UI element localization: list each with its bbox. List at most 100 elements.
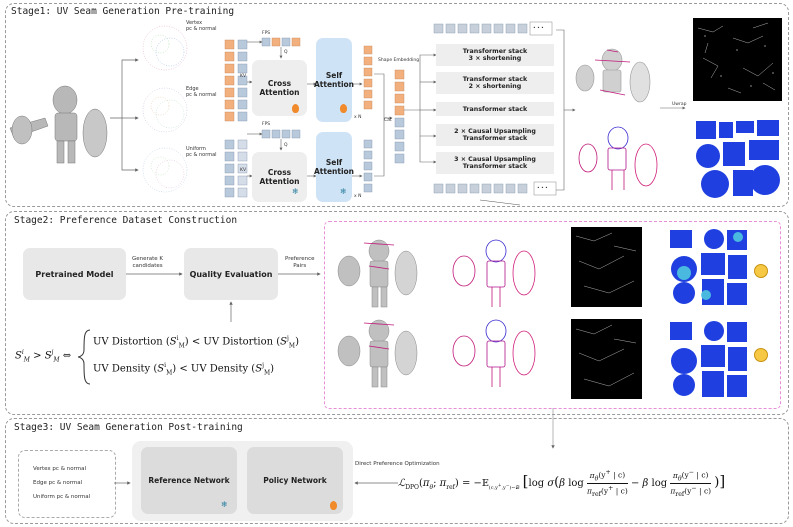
reference-network-label: Reference Network bbox=[148, 476, 230, 485]
density-text-2: UV Density bbox=[190, 363, 249, 375]
stage2-arrows bbox=[77, 272, 321, 385]
stage3-inputs-box bbox=[18, 450, 116, 518]
stage1-title: Stage1: UV Seam Generation Pre-training bbox=[11, 6, 235, 17]
formula-lhs-s2: S bbox=[44, 350, 52, 362]
cross-attention-bottom: Cross Attention bbox=[252, 152, 307, 202]
generate-k-label: Generate K candidates bbox=[132, 256, 164, 269]
kv-label-bottom: KV bbox=[240, 168, 247, 173]
uniform-pc-label: Uniform pc & normal bbox=[186, 146, 217, 158]
cross-attention-top: Cross Attention bbox=[252, 60, 307, 116]
kv-label-top: KV bbox=[240, 74, 247, 79]
fps-label-top: FPS bbox=[262, 31, 271, 36]
formula-distortion: UV Distortion (SiM) < UV Distortion (SjM… bbox=[93, 335, 299, 350]
pointcloud-edge bbox=[142, 87, 188, 133]
cat-label: Cat bbox=[384, 118, 392, 123]
pointcloud-uniform bbox=[142, 147, 188, 193]
uv-atlas-top bbox=[693, 118, 782, 201]
cross-attention-bottom-label: Cross Attention bbox=[259, 168, 300, 186]
vertex-pc-label: Vertex pc & normal bbox=[186, 20, 217, 32]
tf-stack-middle: Transformer stack bbox=[436, 102, 554, 116]
fps-tokens-top bbox=[261, 37, 301, 47]
stage3-arrows bbox=[114, 408, 555, 485]
output-robot-seam-bottom bbox=[578, 126, 658, 190]
tf-2-causal-upsampling-label: 2 × Causal Upsampling Transformer stack bbox=[454, 128, 536, 142]
token-column-blue-2 bbox=[237, 139, 248, 198]
input-mesh-robot bbox=[9, 85, 108, 164]
distortion-text-2: UV Distortion bbox=[203, 336, 274, 348]
stage3-panel bbox=[5, 418, 789, 524]
quality-evaluation-label: Quality Evaluation bbox=[189, 269, 273, 279]
fire-icon bbox=[340, 104, 347, 113]
tf-stack-2-shortening-label: Transformer stack 2 × shortening bbox=[462, 76, 528, 90]
stage3-input-vertex: Vertex pc & normal bbox=[33, 466, 86, 472]
token-column-blue-1 bbox=[224, 139, 235, 198]
fire-icon bbox=[330, 501, 337, 510]
snowflake-icon: ❄ bbox=[292, 187, 299, 196]
preference-pairs-images bbox=[337, 227, 749, 399]
snowflake-icon: ❄ bbox=[221, 500, 228, 509]
dpo-loss-formula: ℒDPO(πθ; πref) = −𝔼(c,y+,y−)∼𝒟 [log σ(β … bbox=[398, 469, 726, 498]
stage1-panel bbox=[5, 3, 789, 207]
emoji-sad-icon bbox=[754, 264, 768, 278]
fps-tokens-bottom bbox=[261, 129, 301, 139]
tf-stack-3-shortening: Transformer stack 3 × shortening bbox=[436, 44, 554, 66]
tf-stack-middle-label: Transformer stack bbox=[462, 105, 528, 113]
shape-embedding-column bbox=[394, 69, 405, 164]
tf-3-causal-upsampling: 3 × Causal Upsampling Transformer stack bbox=[436, 152, 554, 174]
stage2-panel bbox=[5, 211, 789, 415]
policy-network-label: Policy Network bbox=[263, 476, 327, 485]
uv-seam-map-top bbox=[693, 18, 782, 101]
stage1-diagram bbox=[9, 21, 686, 206]
robot-seam-row2 bbox=[452, 319, 536, 387]
pretrained-model-label: Pretrained Model bbox=[35, 269, 114, 279]
q-label-top: Q bbox=[284, 50, 288, 55]
quality-evaluation-box: Quality Evaluation bbox=[184, 248, 278, 300]
reference-network-box: Reference Network bbox=[141, 447, 237, 514]
snowflake-icon: ❄ bbox=[340, 187, 347, 196]
fire-icon bbox=[292, 104, 299, 113]
dpo-label: Direct Preference Optimization bbox=[355, 461, 440, 467]
stage3-title: Stage3: UV Seam Generation Post-training bbox=[14, 422, 243, 433]
xn-label-bottom: x N bbox=[354, 194, 362, 199]
fps-label-bottom: FPS bbox=[262, 122, 271, 127]
shape-embedding-label: Shape Embedding bbox=[378, 58, 420, 63]
lt-2: < bbox=[179, 363, 188, 375]
lt-1: < bbox=[191, 336, 201, 348]
edge-pc-label: Edge pc & normal bbox=[186, 86, 217, 98]
formula-density: UV Density (SiM) < UV Density (SjM) bbox=[93, 362, 274, 377]
pretrained-model-box: Pretrained Model bbox=[23, 248, 126, 300]
tf-3-causal-upsampling-label: 3 × Causal Upsampling Transformer stack bbox=[454, 156, 536, 170]
self-attention-top-label: Self Attention bbox=[313, 71, 355, 89]
stage2-title: Stage2: Preference Dataset Construction bbox=[14, 215, 238, 226]
density-text-1: UV Density bbox=[93, 363, 151, 375]
preference-pairs-panel bbox=[324, 221, 781, 409]
token-row-top bbox=[433, 23, 528, 34]
formula-lhs-s: S bbox=[15, 350, 22, 362]
stage3-input-edge: Edge pc & normal bbox=[33, 480, 83, 486]
cross-attention-top-label: Cross Attention bbox=[259, 79, 300, 97]
robot-seam-row1 bbox=[452, 239, 536, 307]
self-attn-out-bottom bbox=[363, 139, 373, 193]
preference-pairs-label: Preference Pairs bbox=[285, 256, 315, 269]
robot-gray-row2 bbox=[337, 319, 418, 388]
output-robot-seam-top bbox=[575, 48, 651, 103]
self-attention-bottom-label: Self Attention bbox=[313, 158, 355, 176]
self-attn-out-top bbox=[363, 45, 373, 110]
policy-network-box: Policy Network bbox=[247, 447, 343, 514]
tf-2-causal-upsampling: 2 × Causal Upsampling Transformer stack bbox=[436, 124, 554, 146]
q-label-bottom: Q bbox=[284, 143, 288, 148]
pointcloud-vertex bbox=[142, 25, 188, 71]
stage3-input-uniform: Uniform pc & normal bbox=[33, 494, 91, 500]
token-row-bottom bbox=[433, 183, 528, 194]
tf-stack-3-shortening-label: Transformer stack 3 × shortening bbox=[462, 48, 528, 62]
token-column-orange-1 bbox=[224, 39, 235, 122]
tf-stack-2-shortening: Transformer stack 2 × shortening bbox=[436, 72, 554, 94]
distortion-text-1: UV Distortion bbox=[93, 336, 163, 348]
dots-top: • • • bbox=[533, 26, 544, 31]
robot-gray-row1 bbox=[337, 239, 418, 308]
xn-label-top: x N bbox=[354, 115, 362, 120]
uvwrap-label: Uwrap bbox=[672, 102, 687, 107]
emoji-happy-icon bbox=[754, 348, 768, 362]
token-column-orange-2 bbox=[237, 39, 248, 122]
formula-lhs: SiM > SjM ⇔ bbox=[15, 349, 72, 364]
